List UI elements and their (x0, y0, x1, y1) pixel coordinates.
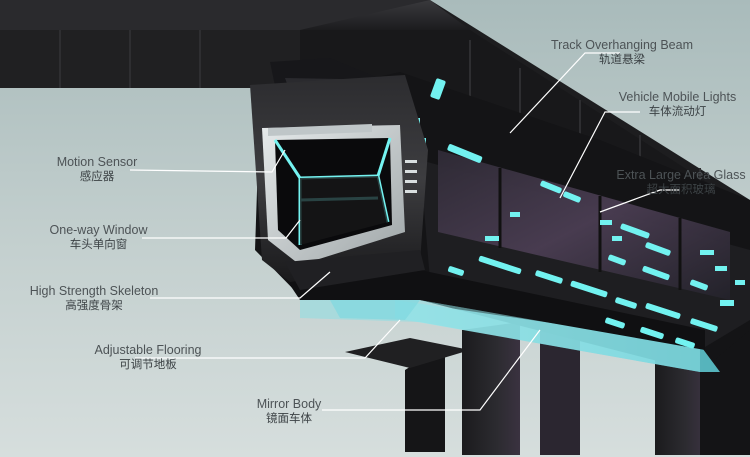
label-zh: 可调节地板 (119, 359, 177, 371)
label-en: Motion Sensor (56, 155, 138, 169)
label-en: Adjustable Flooring (94, 343, 202, 357)
label-high-strength-skeleton: High Strength Skeleton 高强度骨架 (20, 284, 168, 314)
label-zh: 高强度骨架 (65, 300, 123, 312)
underside-floor (330, 300, 420, 320)
label-en: Extra Large Area Glass (616, 168, 746, 182)
label-one-way-window: One-way Window 车头单向窗 (36, 223, 161, 253)
label-mirror-body: Mirror Body 镜面车体 (245, 397, 333, 427)
label-motion-sensor: Motion Sensor 感应器 (42, 155, 152, 185)
label-zh: 车头单向窗 (69, 239, 128, 251)
vehicle-lights (412, 78, 745, 349)
label-vehicle-mobile-lights: Vehicle Mobile Lights 车体流动灯 (605, 90, 750, 120)
label-extra-large-area-glass: Extra Large Area Glass 超大面积玻璃 (612, 168, 750, 198)
callout-lines (129, 52, 680, 411)
label-zh: 超大面积玻璃 (646, 184, 716, 196)
label-en: One-way Window (49, 223, 148, 237)
label-zh: 车体流动灯 (648, 106, 707, 118)
front-head (250, 75, 428, 290)
label-zh: 镜面车体 (266, 413, 312, 425)
side-glass (438, 150, 730, 300)
label-zh: 感应器 (79, 171, 115, 183)
label-en: Mirror Body (256, 397, 322, 411)
label-en: High Strength Skeleton (29, 284, 159, 298)
label-en: Track Overhanging Beam (551, 38, 693, 52)
label-zh: 轨道悬梁 (599, 54, 645, 66)
label-en: Vehicle Mobile Lights (618, 90, 737, 104)
label-adjustable-flooring: Adjustable Flooring 可调节地板 (82, 343, 214, 373)
label-track-overhanging-beam: Track Overhanging Beam 轨道悬梁 (542, 38, 702, 68)
